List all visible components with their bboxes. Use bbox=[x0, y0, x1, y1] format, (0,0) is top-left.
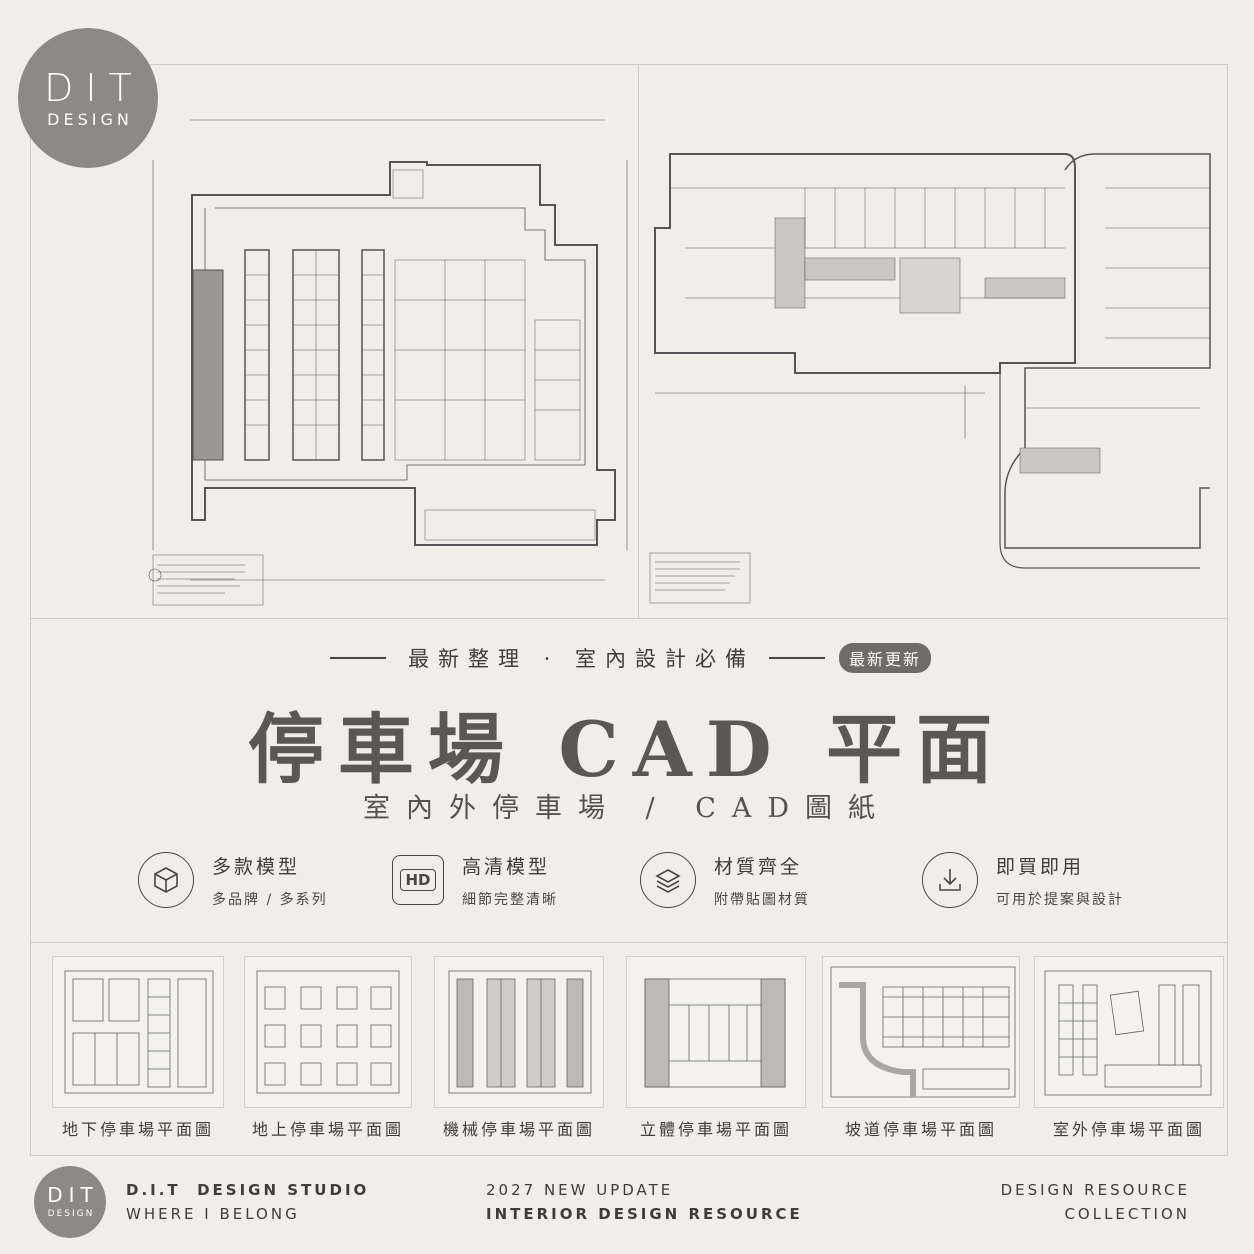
page-title: 停車場 CAD 平面 bbox=[247, 705, 1007, 794]
thumb-label: 室外停車場平面圖 bbox=[1052, 1120, 1205, 1139]
feature-desc: 可用於提案與設計 bbox=[996, 891, 1124, 908]
brand-logo: DIT DESIGN bbox=[18, 28, 158, 168]
cad-plan-right bbox=[645, 148, 1215, 608]
thumb-outdoor[interactable] bbox=[1034, 956, 1224, 1108]
thumb-label: 機械停車場平面圖 bbox=[442, 1120, 595, 1139]
tagline-row: 最新整理 · 室內設計必備 最新更新 bbox=[330, 642, 970, 674]
footer-collection: DESIGN RESOURCE COLLECTION bbox=[1001, 1178, 1190, 1226]
feature-desc: 細節完整清晰 bbox=[462, 891, 558, 908]
section-divider bbox=[30, 618, 1228, 619]
thumb-multistorey[interactable] bbox=[626, 956, 806, 1108]
footer-update: 2027 NEW UPDATE INTERIOR DESIGN RESOURCE bbox=[486, 1178, 803, 1226]
thumb-label: 地上停車場平面圖 bbox=[251, 1120, 404, 1139]
download-icon bbox=[922, 852, 978, 908]
tagline-dash-right bbox=[769, 657, 826, 659]
studio-name: D.I.T DESIGN STUDIO bbox=[126, 1181, 370, 1199]
footer-logo-top: DIT bbox=[47, 1183, 99, 1207]
feature-title: 即買即用 bbox=[996, 855, 1085, 878]
thumb-label: 坡道停車場平面圖 bbox=[844, 1120, 997, 1139]
feature-desc: 附帶貼圖材質 bbox=[714, 891, 810, 908]
footer-logo-bottom: DESIGN bbox=[47, 1209, 95, 1219]
cad-plan-left bbox=[145, 110, 635, 610]
update-line: 2027 NEW UPDATE bbox=[486, 1181, 674, 1199]
logo-text-top: DIT bbox=[44, 66, 144, 110]
thumb-underground[interactable] bbox=[52, 956, 224, 1108]
outer-frame bbox=[30, 64, 1228, 1156]
update-badge: 最新更新 bbox=[839, 643, 932, 673]
collection-line2: COLLECTION bbox=[1064, 1205, 1190, 1223]
thumbs-divider bbox=[30, 942, 1228, 943]
top-divider bbox=[638, 64, 639, 618]
tagline-dash-left bbox=[330, 657, 386, 659]
hd-icon-text: HD bbox=[400, 869, 436, 891]
resource-line: INTERIOR DESIGN RESOURCE bbox=[486, 1205, 803, 1223]
feature-title: 多款模型 bbox=[212, 855, 301, 878]
feature-title: 高清模型 bbox=[462, 855, 551, 878]
collection-line1: DESIGN RESOURCE bbox=[1000, 1181, 1190, 1199]
feature-hd: HD 高清模型 細節完整清晰 bbox=[392, 850, 558, 910]
cube-icon bbox=[138, 852, 194, 908]
feature-models: 多款模型 多品牌 / 多系列 bbox=[138, 850, 328, 910]
footer-logo: DIT DESIGN bbox=[34, 1166, 106, 1238]
thumb-label: 地下停車場平面圖 bbox=[61, 1120, 214, 1139]
feature-materials: 材質齊全 附帶貼圖材質 bbox=[640, 850, 810, 910]
thumb-ramp[interactable] bbox=[822, 956, 1020, 1108]
page-subtitle: 室內外停車場 / CAD圖紙 bbox=[362, 793, 892, 824]
feature-desc: 多品牌 / 多系列 bbox=[212, 891, 328, 908]
logo-text-bottom: DESIGN bbox=[47, 110, 133, 129]
hd-icon: HD bbox=[392, 855, 444, 905]
thumb-mechanical[interactable] bbox=[434, 956, 604, 1108]
thumb-aboveground[interactable] bbox=[244, 956, 412, 1108]
studio-slogan: WHERE I BELONG bbox=[126, 1205, 300, 1223]
feature-title: 材質齊全 bbox=[714, 855, 803, 878]
thumb-label: 立體停車場平面圖 bbox=[639, 1120, 792, 1139]
footer-studio: D.I.T DESIGN STUDIO WHERE I BELONG bbox=[126, 1178, 369, 1226]
layers-icon bbox=[640, 852, 696, 908]
feature-ready: 即買即用 可用於提案與設計 bbox=[922, 850, 1124, 910]
tagline-text: 最新整理 · 室內設計必備 bbox=[408, 647, 756, 671]
